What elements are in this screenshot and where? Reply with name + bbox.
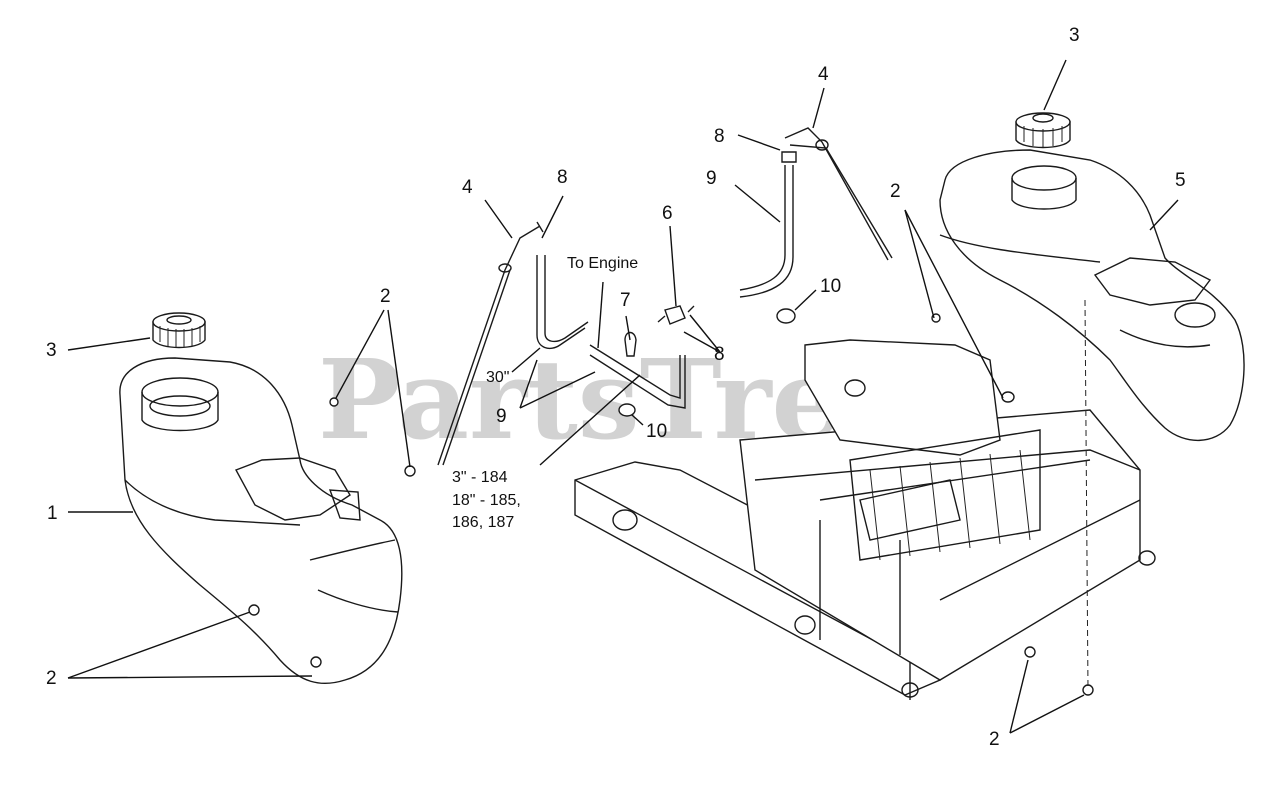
callout-5: 5: [1175, 170, 1186, 191]
callout-4-right: 4: [818, 64, 829, 85]
right-fuel-tank: [939, 149, 1245, 442]
callout-2-left-upper: 2: [380, 286, 391, 307]
callout-10-left: 10: [646, 421, 667, 442]
callout-8-left: 8: [557, 167, 568, 188]
callout-9-right: 9: [706, 168, 717, 189]
callout-4-left: 4: [462, 177, 473, 198]
callout-3-right: 3: [1069, 25, 1080, 46]
length-note-line1: 3" - 184: [452, 469, 508, 486]
left-fuel-tank: [119, 357, 403, 684]
callout-1: 1: [47, 503, 58, 524]
callout-9-left: 9: [496, 406, 507, 427]
left-fuel-cap: [152, 312, 206, 349]
length-note-line2: 18" - 185,: [452, 492, 521, 509]
hose-30-label: 30": [486, 369, 509, 386]
length-note-line3: 186, 187: [452, 514, 514, 531]
callout-2-right-lower: 2: [989, 729, 1000, 750]
callout-2-right-upper: 2: [890, 181, 901, 202]
callout-8-center: 8: [714, 344, 725, 365]
mower-frame: [574, 339, 1156, 700]
callout-2-left-lower: 2: [46, 668, 57, 689]
callout-7: 7: [620, 290, 631, 311]
leader-lines: [67, 59, 1179, 734]
fuel-system-parts: [248, 127, 1094, 696]
callout-3-left: 3: [46, 340, 57, 361]
callout-10-right: 10: [820, 276, 841, 297]
callout-6: 6: [662, 203, 673, 224]
to-engine-label: To Engine: [567, 255, 638, 272]
right-fuel-cap: [1015, 112, 1071, 149]
callouts: 1 3 2 2 4 8 To Engine 7 6 8 30" 9 10 3" …: [46, 25, 1186, 750]
callout-8-right: 8: [714, 126, 725, 147]
